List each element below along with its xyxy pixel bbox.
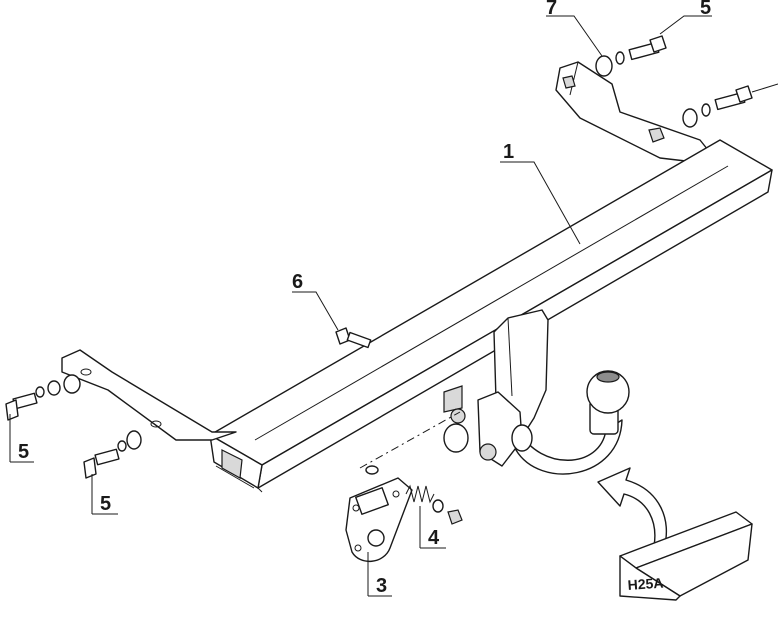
leader-lines <box>9 15 712 597</box>
left-bracket <box>61 349 237 441</box>
fasteners-left <box>5 374 142 479</box>
label-bolt-left-upper: 5 <box>18 441 29 463</box>
tow-ball <box>511 370 630 475</box>
label-beam: 1 <box>503 141 514 163</box>
spring-nut-set <box>365 465 463 525</box>
label-plate: 3 <box>376 575 387 597</box>
fasteners-top-right <box>595 35 778 128</box>
label-bolt-top-right: 5 <box>700 0 711 19</box>
label-bolt-left-lower: 5 <box>100 493 111 515</box>
label-spring-nut: 4 <box>428 527 440 549</box>
package-box <box>619 511 753 601</box>
assembly-axis <box>359 411 461 469</box>
socket-plate <box>345 477 413 562</box>
label-washer-top: 7 <box>546 0 557 19</box>
beam-pin <box>335 327 372 349</box>
label-pin: 6 <box>292 271 303 293</box>
box-label: H25A <box>627 575 664 593</box>
direction-arrow <box>597 467 668 549</box>
